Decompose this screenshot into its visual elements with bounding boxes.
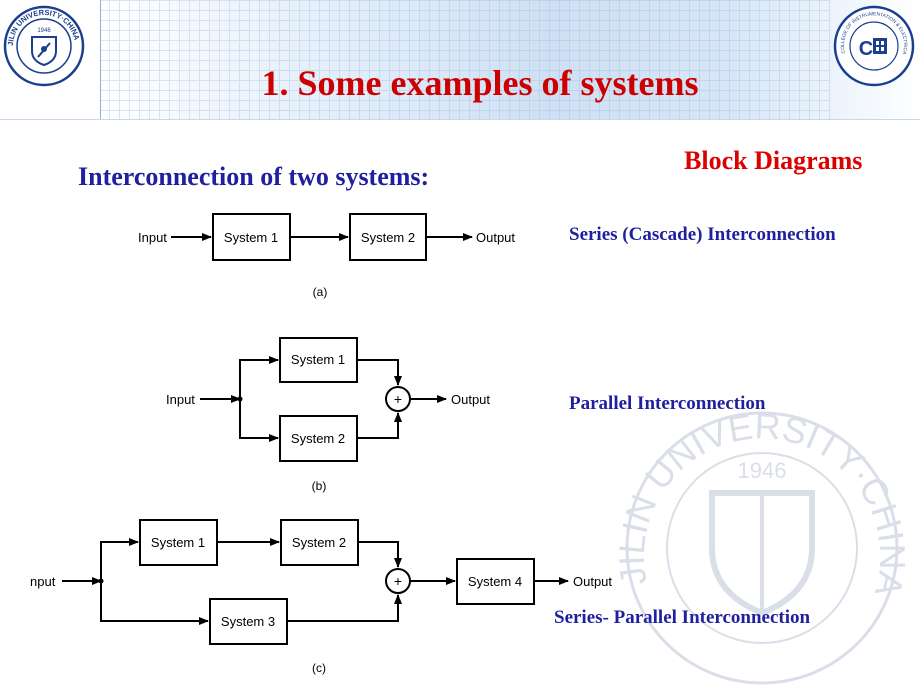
header-divider-vertical	[100, 0, 101, 120]
diagram-b-system2: System 2	[291, 431, 345, 446]
college-logo: COLLEGE OF INSTRUMENTATION & ELECTRICAL …	[833, 5, 915, 87]
header-divider-horizontal	[0, 119, 920, 120]
parallel-label: Parallel Interconnection	[569, 393, 766, 414]
diagram-a-system2: System 2	[361, 230, 415, 245]
watermark-year: 1946	[738, 458, 787, 483]
diagram-a-caption: (a)	[313, 285, 328, 299]
header-banner	[0, 0, 920, 120]
diagram-a-system1: System 1	[224, 230, 278, 245]
diagram-c-adder-sign: +	[394, 573, 402, 589]
diagram-a-input: Input	[138, 230, 167, 245]
diagram-c-output: Output	[573, 574, 612, 589]
series-label: Series (Cascade) Interconnection	[569, 224, 836, 245]
diagram-c-system1: System 1	[151, 535, 205, 550]
diagram-c-caption: (c)	[312, 661, 326, 675]
interconnection-subtitle: Interconnection of two systems:	[78, 162, 430, 191]
diagram-c-system2: System 2	[292, 535, 346, 550]
diagram-a-output: Output	[476, 230, 515, 245]
header-grid-pattern	[100, 0, 830, 120]
diagram-c-system3: System 3	[221, 614, 275, 629]
university-watermark: JILIN UNIVERSITY·CHINA 1946	[612, 405, 912, 685]
slide-title: 1. Some examples of systems	[261, 63, 699, 103]
diagram-b-input: Input	[166, 392, 195, 407]
diagram-c-input: nput	[30, 574, 56, 589]
diagram-b-system1: System 1	[291, 352, 345, 367]
block-diagrams-heading: Block Diagrams	[684, 146, 863, 175]
diagram-b-adder-sign: +	[394, 391, 402, 407]
logo-right-mark: C	[859, 38, 873, 60]
jilin-university-logo: JILIN UNIVERSITY·CHINA 1946	[3, 5, 85, 87]
series-parallel-label: Series- Parallel Interconnection	[554, 607, 811, 628]
diagram-c-system4: System 4	[468, 574, 522, 589]
diagram-b-caption: (b)	[312, 479, 327, 493]
logo-left-year: 1946	[37, 28, 51, 34]
diagram-b-output: Output	[451, 392, 490, 407]
